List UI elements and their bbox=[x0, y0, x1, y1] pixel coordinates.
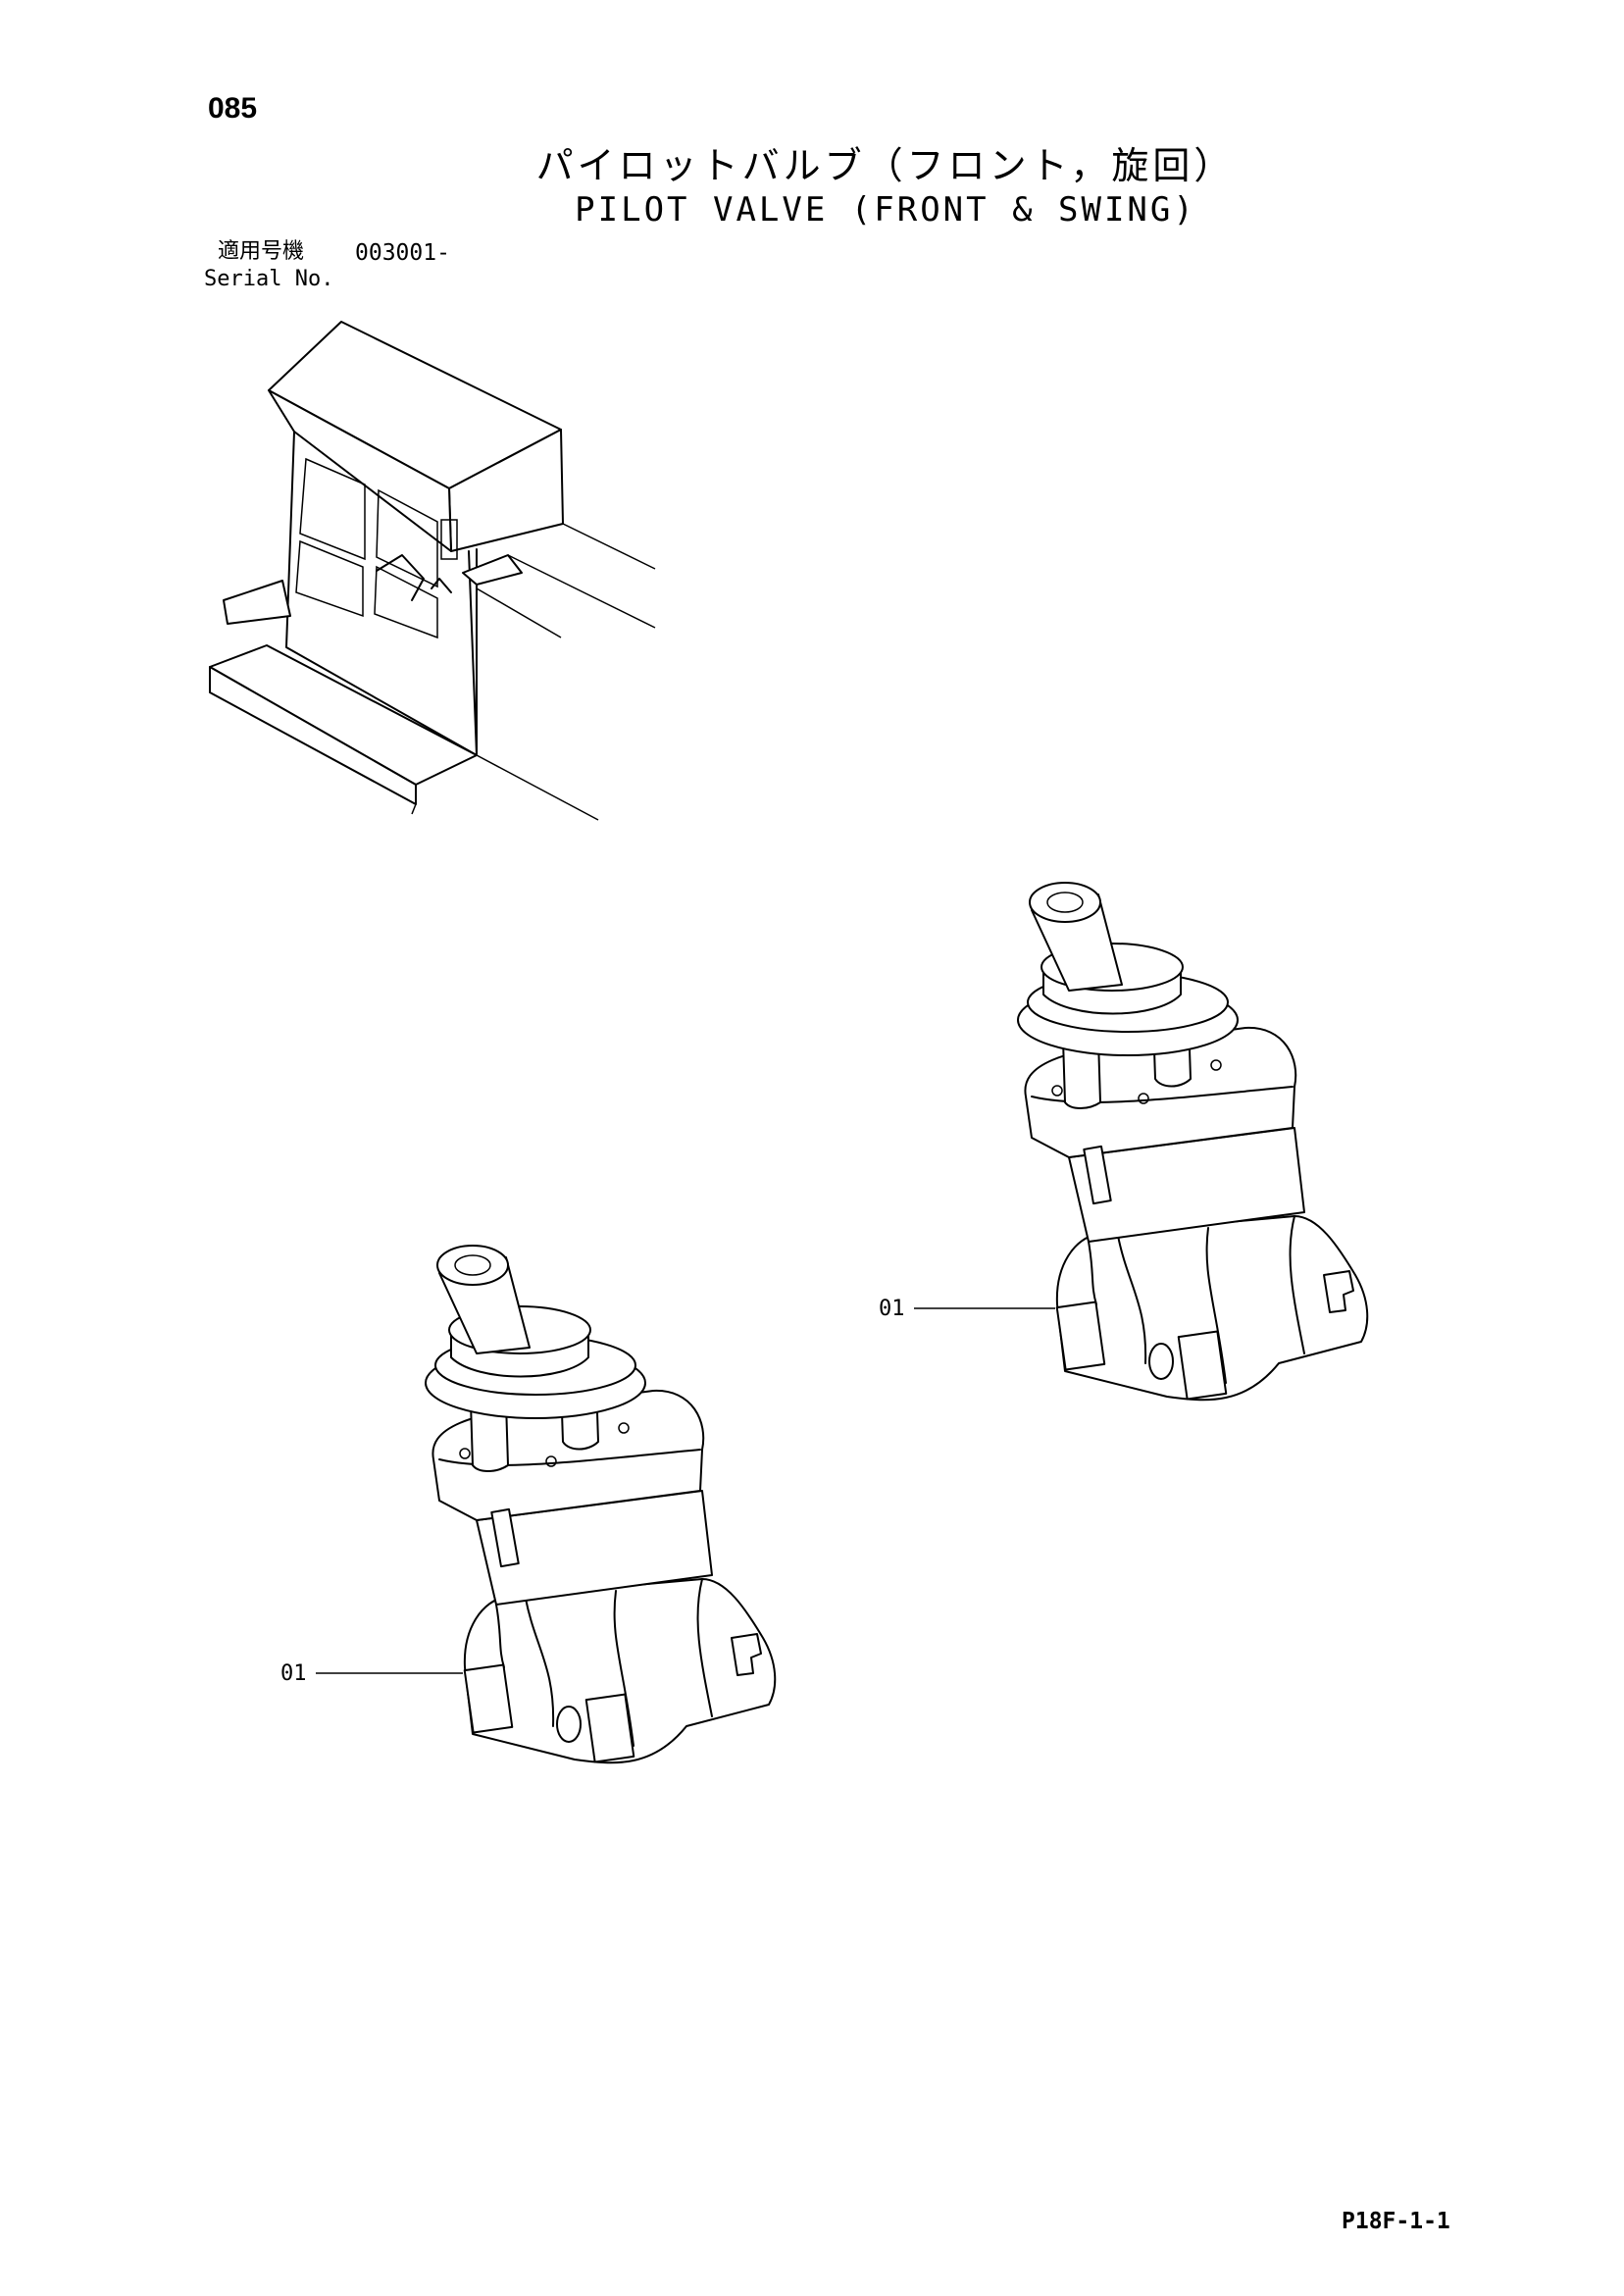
pilot-valve-left bbox=[316, 1245, 777, 1764]
serial-label-japanese: 適用号機 bbox=[218, 239, 305, 264]
page-title-japanese: パイロットバルブ（フロント，旋回） bbox=[535, 144, 1236, 187]
cab-overview-illustration bbox=[209, 321, 656, 821]
pilot-valve-right bbox=[914, 882, 1369, 1402]
serial-number: 003001- bbox=[355, 240, 450, 266]
page-title-english: PILOT VALVE (FRONT & SWING) bbox=[575, 190, 1196, 230]
page-number: 085 bbox=[208, 92, 258, 125]
page-code: P18F-1-1 bbox=[1342, 2209, 1450, 2234]
serial-label-english: Serial No. bbox=[204, 267, 334, 291]
callout-label-left-valve: 01 bbox=[280, 1661, 307, 1686]
callout-label-right-valve: 01 bbox=[879, 1297, 905, 1321]
